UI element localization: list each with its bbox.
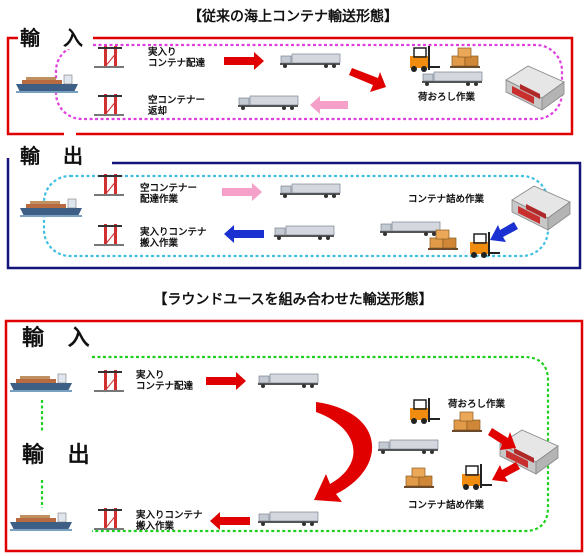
pink-arrow-left (310, 96, 348, 114)
red-arrow-down-left (492, 462, 520, 482)
truck-icon (379, 221, 441, 237)
red-arrow-down-right (349, 68, 386, 92)
truck-icon (257, 511, 319, 527)
red-arrow-left (210, 512, 250, 530)
ship-icon (15, 74, 79, 94)
label-empty-delivery: 空コンテナー 配達作業 (140, 183, 198, 205)
truck-icon (421, 71, 483, 87)
label-stuffing: コンテナ詰め作業 (408, 194, 485, 205)
truck-icon (279, 53, 341, 69)
ship-icon (19, 198, 83, 218)
truck-icon (377, 439, 439, 455)
top-title: 【従来の海上コンテナ輸送形態】 (188, 9, 398, 25)
crane-icon (93, 45, 125, 69)
forklift-icon (461, 463, 493, 491)
warehouse-icon (505, 65, 565, 111)
top-import-label: 輸 入 (18, 26, 93, 50)
top-export-label: 輸 出 (18, 144, 93, 168)
crane-icon (93, 369, 125, 393)
bottom-title: 【ラウンドユースを組み合わせた輸送形態】 (153, 292, 433, 308)
label-loaded-carry-in: 実入りコンテナ 搬入作業 (136, 510, 203, 532)
red-arrow-right (224, 52, 264, 70)
forklift-icon (409, 397, 441, 425)
pink-arrow-right (222, 183, 262, 201)
ship-icon (9, 512, 73, 532)
boxes-icon (449, 47, 481, 69)
truck-icon (279, 183, 341, 199)
label-unloading: 荷おろし作業 (448, 399, 506, 410)
forklift-icon (409, 45, 441, 73)
crane-icon (93, 223, 125, 247)
ship-icon (9, 373, 73, 393)
truck-icon (257, 373, 319, 389)
label-stuffing: コンテナ詰め作業 (408, 500, 485, 511)
bottom-export-label: 輸 出 (20, 443, 100, 468)
blue-arrow-down-left (490, 222, 518, 242)
label-loaded-carry-in: 実入りコンテナ 搬入作業 (140, 227, 207, 249)
label-unloading: 荷おろし作業 (418, 92, 476, 103)
bottom-frame (4, 319, 584, 553)
label-loaded-delivery: 実入り コンテナ配達 (136, 370, 194, 392)
label-empty-return: 空コンテナー 返却 (148, 95, 206, 117)
label-loaded-delivery: 実入り コンテナ配達 (148, 47, 206, 69)
boxes-icon (403, 467, 435, 489)
crane-icon (93, 93, 125, 117)
crane-icon (93, 507, 125, 531)
crane-icon (93, 173, 125, 197)
red-arrow-down-right (488, 428, 516, 450)
truck-icon (237, 95, 299, 111)
blue-arrow-left (224, 225, 264, 243)
red-arrow-right (206, 372, 246, 390)
top-export-frame (6, 158, 582, 270)
round-use-curved-arrow (314, 402, 373, 502)
warehouse-icon (511, 185, 571, 231)
boxes-icon (451, 411, 483, 433)
truck-icon (273, 225, 335, 241)
bottom-import-label: 輸 入 (20, 326, 100, 351)
